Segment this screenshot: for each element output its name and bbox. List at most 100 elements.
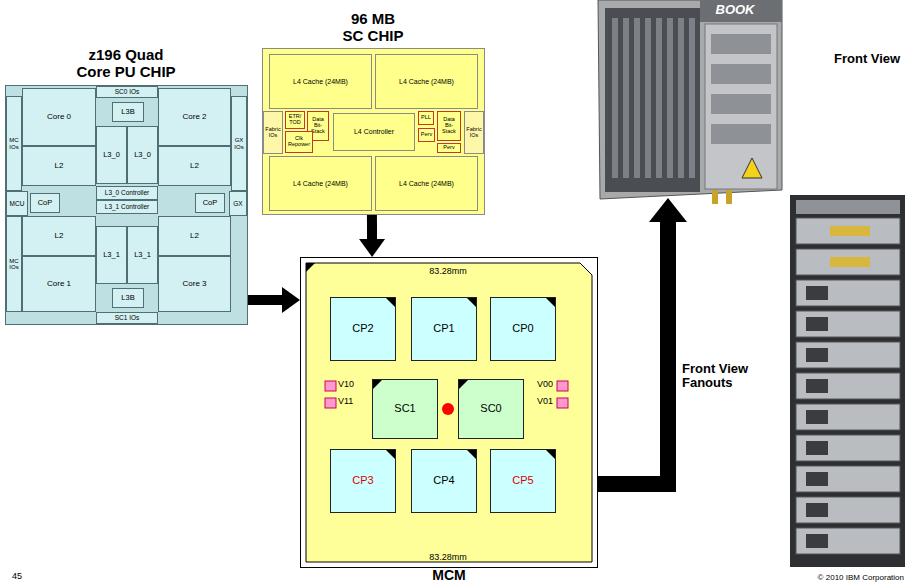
sc-chip-die: SC1 (372, 379, 438, 439)
fanout-slot (796, 342, 900, 368)
l4-cache-block: L4 Cache (24MB) (375, 54, 478, 109)
pu-chip-unit: L2 (158, 216, 231, 256)
fanout-port (806, 317, 828, 331)
unit-label: SC0 IOs (114, 88, 141, 95)
unit-label: L4 Cache (24MB) (398, 180, 455, 188)
pad-name: V01 (520, 397, 553, 407)
dimm (656, 18, 662, 178)
unit-label: L3_0 (133, 151, 152, 159)
fanout-connector (830, 257, 870, 267)
connector-shaft (248, 295, 282, 305)
unit-label: Data Bit- Stack (438, 117, 460, 135)
dimm (667, 18, 673, 178)
connector-arrow (359, 215, 385, 257)
orientation-mark (306, 263, 315, 272)
unit-label: L3_1 Controller (104, 203, 150, 210)
connector-shaft (598, 222, 668, 484)
dimm (623, 18, 629, 178)
book-slot (711, 124, 771, 144)
arrowhead (649, 198, 687, 222)
unit-label: L4 Cache (24MB) (292, 78, 349, 86)
copyright: © 2010 IBM Corporation (744, 574, 904, 583)
fanout-slot (796, 373, 900, 399)
unit-label: CP2 (351, 323, 374, 335)
unit-label: L2 (54, 162, 65, 171)
pu-chip-unit: SC0 IOs (96, 86, 158, 98)
pu-chip-unit: MC IOs (6, 216, 22, 312)
l4-controller-block: L4 Controller (333, 113, 415, 151)
book-slot (711, 34, 771, 54)
unit-label: ETR/ TOD (286, 114, 304, 126)
unit-label: MC IOs (7, 258, 21, 271)
unit-label: L3_0 (102, 151, 121, 159)
unit-label: Core 1 (46, 280, 72, 289)
fabric-io-block: Fabric IOs (464, 111, 484, 154)
view-label: Front View Fanouts (682, 362, 764, 391)
unit-label: SC0 (479, 403, 502, 415)
connector-arrow (598, 198, 687, 484)
unit-label: CP5 (511, 475, 534, 487)
unit-label: Perv (420, 132, 433, 138)
voltage-pad (557, 398, 568, 408)
rack-frame (790, 195, 905, 567)
chip-title: BOOK (700, 3, 770, 17)
unit-label: L2 (54, 232, 65, 241)
pu-chip-floorplan: z196 Quad Core PU CHIPMC IOsCore 0SC0 IO… (5, 85, 248, 325)
pad-name: V11 (338, 397, 368, 407)
pu-chip-unit: Core 3 (158, 256, 231, 312)
unit-label: L3_0 Controller (104, 189, 150, 196)
unit-label: L4 Cache (24MB) (398, 78, 455, 86)
chip-title: 96 MB SC CHIP (340, 11, 406, 44)
sc-logic-block: Perv (437, 143, 461, 153)
unit-label: Core 0 (46, 113, 72, 122)
unit-label: Fabric IOs (465, 127, 483, 139)
warning-sign (742, 158, 762, 178)
cp-chip: CP0 (490, 297, 556, 361)
unit-label: Fabric IOs (264, 127, 282, 139)
cp-chip: CP5 (490, 449, 556, 513)
unit-label: GX (232, 200, 243, 207)
dimm (645, 18, 651, 178)
pu-chip-unit: Core 1 (22, 256, 96, 312)
sc-chip-die: SC0 (458, 379, 524, 439)
unit-label: Core 2 (181, 113, 207, 122)
pu-chip-unit: CoP (195, 193, 225, 213)
unit-label: CP1 (432, 323, 455, 335)
fanout-slot (796, 311, 900, 337)
pu-chip-unit: L3_1 Controller (96, 200, 158, 214)
fanout-slot (796, 404, 900, 430)
center-dot (442, 403, 454, 415)
unit-label: CP4 (432, 475, 455, 487)
unit-label: L3B (120, 294, 135, 302)
unit-label: L2 (189, 162, 200, 171)
fabric-io-block: Fabric IOs (263, 111, 283, 154)
book-connector (712, 190, 718, 204)
book-photo: BOOK (590, 0, 785, 198)
unit-label: CoP (202, 199, 219, 207)
pu-chip-unit: GX IOs (231, 96, 247, 191)
mcm-module: MCMCP2CP1CP0SC1SC0CP3CP4CP5 (300, 257, 598, 568)
sc-chip-floorplan: 96 MB SC CHIPL4 Cache (24MB)L4 Cache (24… (262, 48, 485, 215)
unit-label: CP0 (511, 323, 534, 335)
unit-label: L4 Controller (353, 128, 395, 136)
sc-logic-block: Clk Repower (285, 131, 313, 153)
unit-label: PLL (420, 115, 432, 121)
book-side-panel (705, 24, 777, 189)
unit-label: CP3 (351, 475, 374, 487)
cp-chip: CP2 (330, 297, 396, 361)
l4-cache-block: L4 Cache (24MB) (269, 156, 372, 211)
fanout-slot (796, 528, 900, 554)
fanout-rack-photo (790, 195, 905, 567)
pu-chip-unit: SC1 IOs (96, 312, 158, 324)
pu-chip-unit: Core 0 (22, 88, 96, 146)
dimension-label: 83.28mm (408, 553, 488, 563)
pu-chip-unit: CoP (30, 193, 60, 213)
pu-chip-unit: L3_0 Controller (96, 186, 158, 200)
dimension-label: 83.28mm (408, 267, 488, 277)
fanout-port (806, 348, 828, 362)
pu-chip-unit: Core 2 (158, 88, 231, 146)
connector-shaft (367, 215, 377, 239)
pu-chip-unit: L3_1 (96, 226, 127, 284)
mcm-frame (301, 258, 598, 568)
fanout-slot (796, 435, 900, 461)
